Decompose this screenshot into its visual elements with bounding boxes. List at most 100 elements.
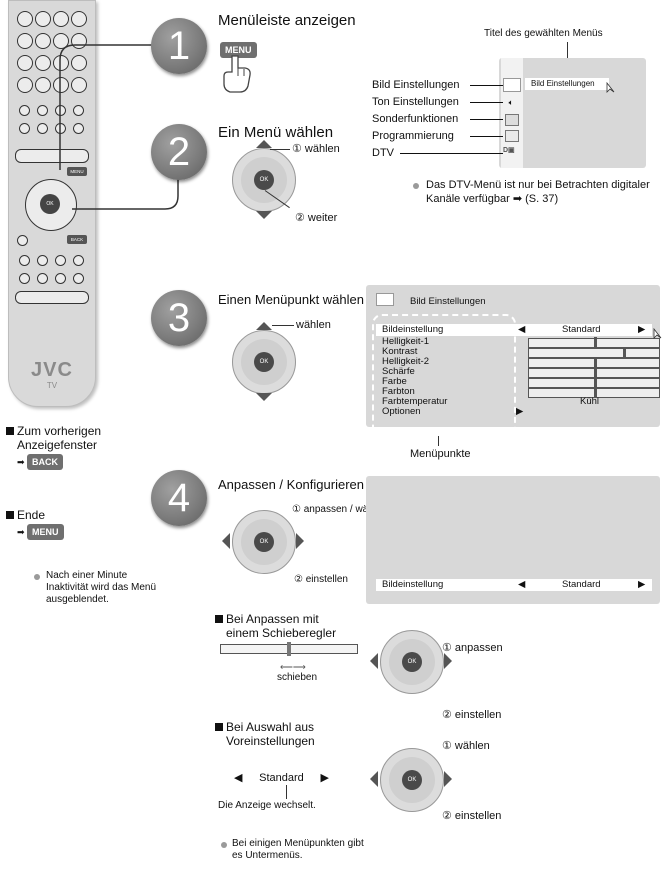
row-label: Farbtemperatur [382,396,448,407]
row-label: Schärfe [382,366,415,377]
slider-caption: schieben [277,672,318,683]
level-bar [528,337,660,348]
timeout-note: Nach einer Minute Inaktivität wird das M… [46,570,157,605]
step4-label-1: ① anpassen / wählen [292,504,388,515]
remote-button [73,255,84,266]
back-button-badge: BACK [27,454,64,470]
remote-back-key: BACK [67,235,87,244]
options-arrow: ▶ [516,406,524,417]
screen3-title: Bild Einstellungen [410,296,486,307]
arrow-right-icon [444,653,452,669]
selected-row: Bildeinstellung ◀ Standard ▶ [376,579,652,591]
remote-button [37,273,48,284]
preset-heading: Bei Auswahl aus Voreinstellungen [215,720,315,748]
picture-settings-screen: Bild Einstellungen Bildeinstellung ◀ Sta… [366,285,662,427]
remote-button [17,235,28,246]
remote-button [35,33,51,49]
joypad-step2: OK [232,148,296,212]
leader-line [470,85,503,86]
bullet-dot [34,574,40,580]
remote-button [53,33,69,49]
step4-label-2: ② einstellen [294,574,348,585]
step-number-4: 4 [151,470,207,526]
menu-bar-screen: 🔈︎ D▣ Bild Einstellungen [499,58,646,168]
remote-color-bar [15,149,89,163]
leader-line [470,136,503,137]
remote-button [37,123,48,134]
step2-label-2: ② weiter [295,212,338,224]
remote-button [53,77,69,93]
remote-button [35,11,51,27]
slider-label-2: ② einstellen [442,709,502,721]
leader-line [286,785,287,799]
row-label: Kontrast [382,346,418,357]
row-label: Optionen [382,406,421,417]
leader-line [272,325,294,326]
back-instruction: Zum vorherigen Anzeigefenster ➡ BACK [6,424,101,470]
menu-items-outline [372,314,516,438]
remote-button [73,123,84,134]
menu-item-ton: Ton Einstellungen [372,96,459,108]
end-instruction: Ende ➡ MENU [6,508,64,540]
level-marker [594,337,597,347]
remote-bottom-bar [15,291,89,304]
level-marker [594,367,597,377]
leader-line [470,119,503,120]
remote-button [35,55,51,71]
remote-button [55,255,66,266]
step-number-3: 3 [151,290,207,346]
arrow-left-icon [222,533,230,549]
remote-button [53,11,69,27]
arrow-up-icon [256,140,272,148]
remote-button [17,55,33,71]
arrow-down-icon [256,211,272,219]
step-number-1: 1 [151,18,207,74]
menu-button-badge: MENU [220,40,257,58]
level-marker [623,347,626,357]
speaker-icon: 🔈︎ [508,98,514,107]
remote-button [37,255,48,266]
joypad-preset: OK [380,748,444,812]
preset-caption: Die Anzeige wechselt. [218,800,316,811]
program-icon [505,130,519,142]
remote-ok-key: OK [40,194,60,214]
row-label: Farbe [382,376,407,387]
slider-heading: Bei Anpassen mit einem Schieberegler [215,612,336,640]
remote-button [17,11,33,27]
step-number-2: 2 [151,124,207,180]
bullet-dot [413,183,419,189]
row-label: Helligkeit-1 [382,336,429,347]
preset-selector: ◀Standard▶ [234,772,329,784]
remote-button [73,273,84,284]
menu-item-sonder: Sonderfunktionen [372,113,459,125]
slider-thumb [287,642,291,656]
temperature-value: Kühl [580,396,600,407]
hand-pointer-icon [223,55,251,93]
remote-button [19,105,30,116]
leader-line [438,436,439,446]
picture-icon [376,293,394,306]
remote-brand: JVC [31,359,73,381]
level-marker [594,357,597,367]
leader-line [400,153,503,154]
remote-button [19,273,30,284]
menu-item-bild: Bild Einstellungen [372,79,460,91]
step1-title: Menüleiste anzeigen [218,12,356,29]
leader-line [270,149,290,150]
row-label: Helligkeit-2 [382,356,429,367]
arrow-up-icon [256,322,272,330]
step3-label: wählen [296,319,331,331]
bullet-dot [221,842,227,848]
joypad-slider: OK [380,630,444,694]
arrow-left-icon [370,653,378,669]
arrow-down-icon [256,393,272,401]
cursor-icon [653,328,662,339]
row-label: Farbton [382,386,415,397]
selected-menu-caption: Titel des gewählten Menüs [484,28,603,39]
remote-button [55,273,66,284]
slider-track [220,642,358,656]
remote-button [71,55,87,71]
remote-button [19,123,30,134]
dtv-icon: D▣ [503,147,515,154]
remote-button [71,11,87,27]
